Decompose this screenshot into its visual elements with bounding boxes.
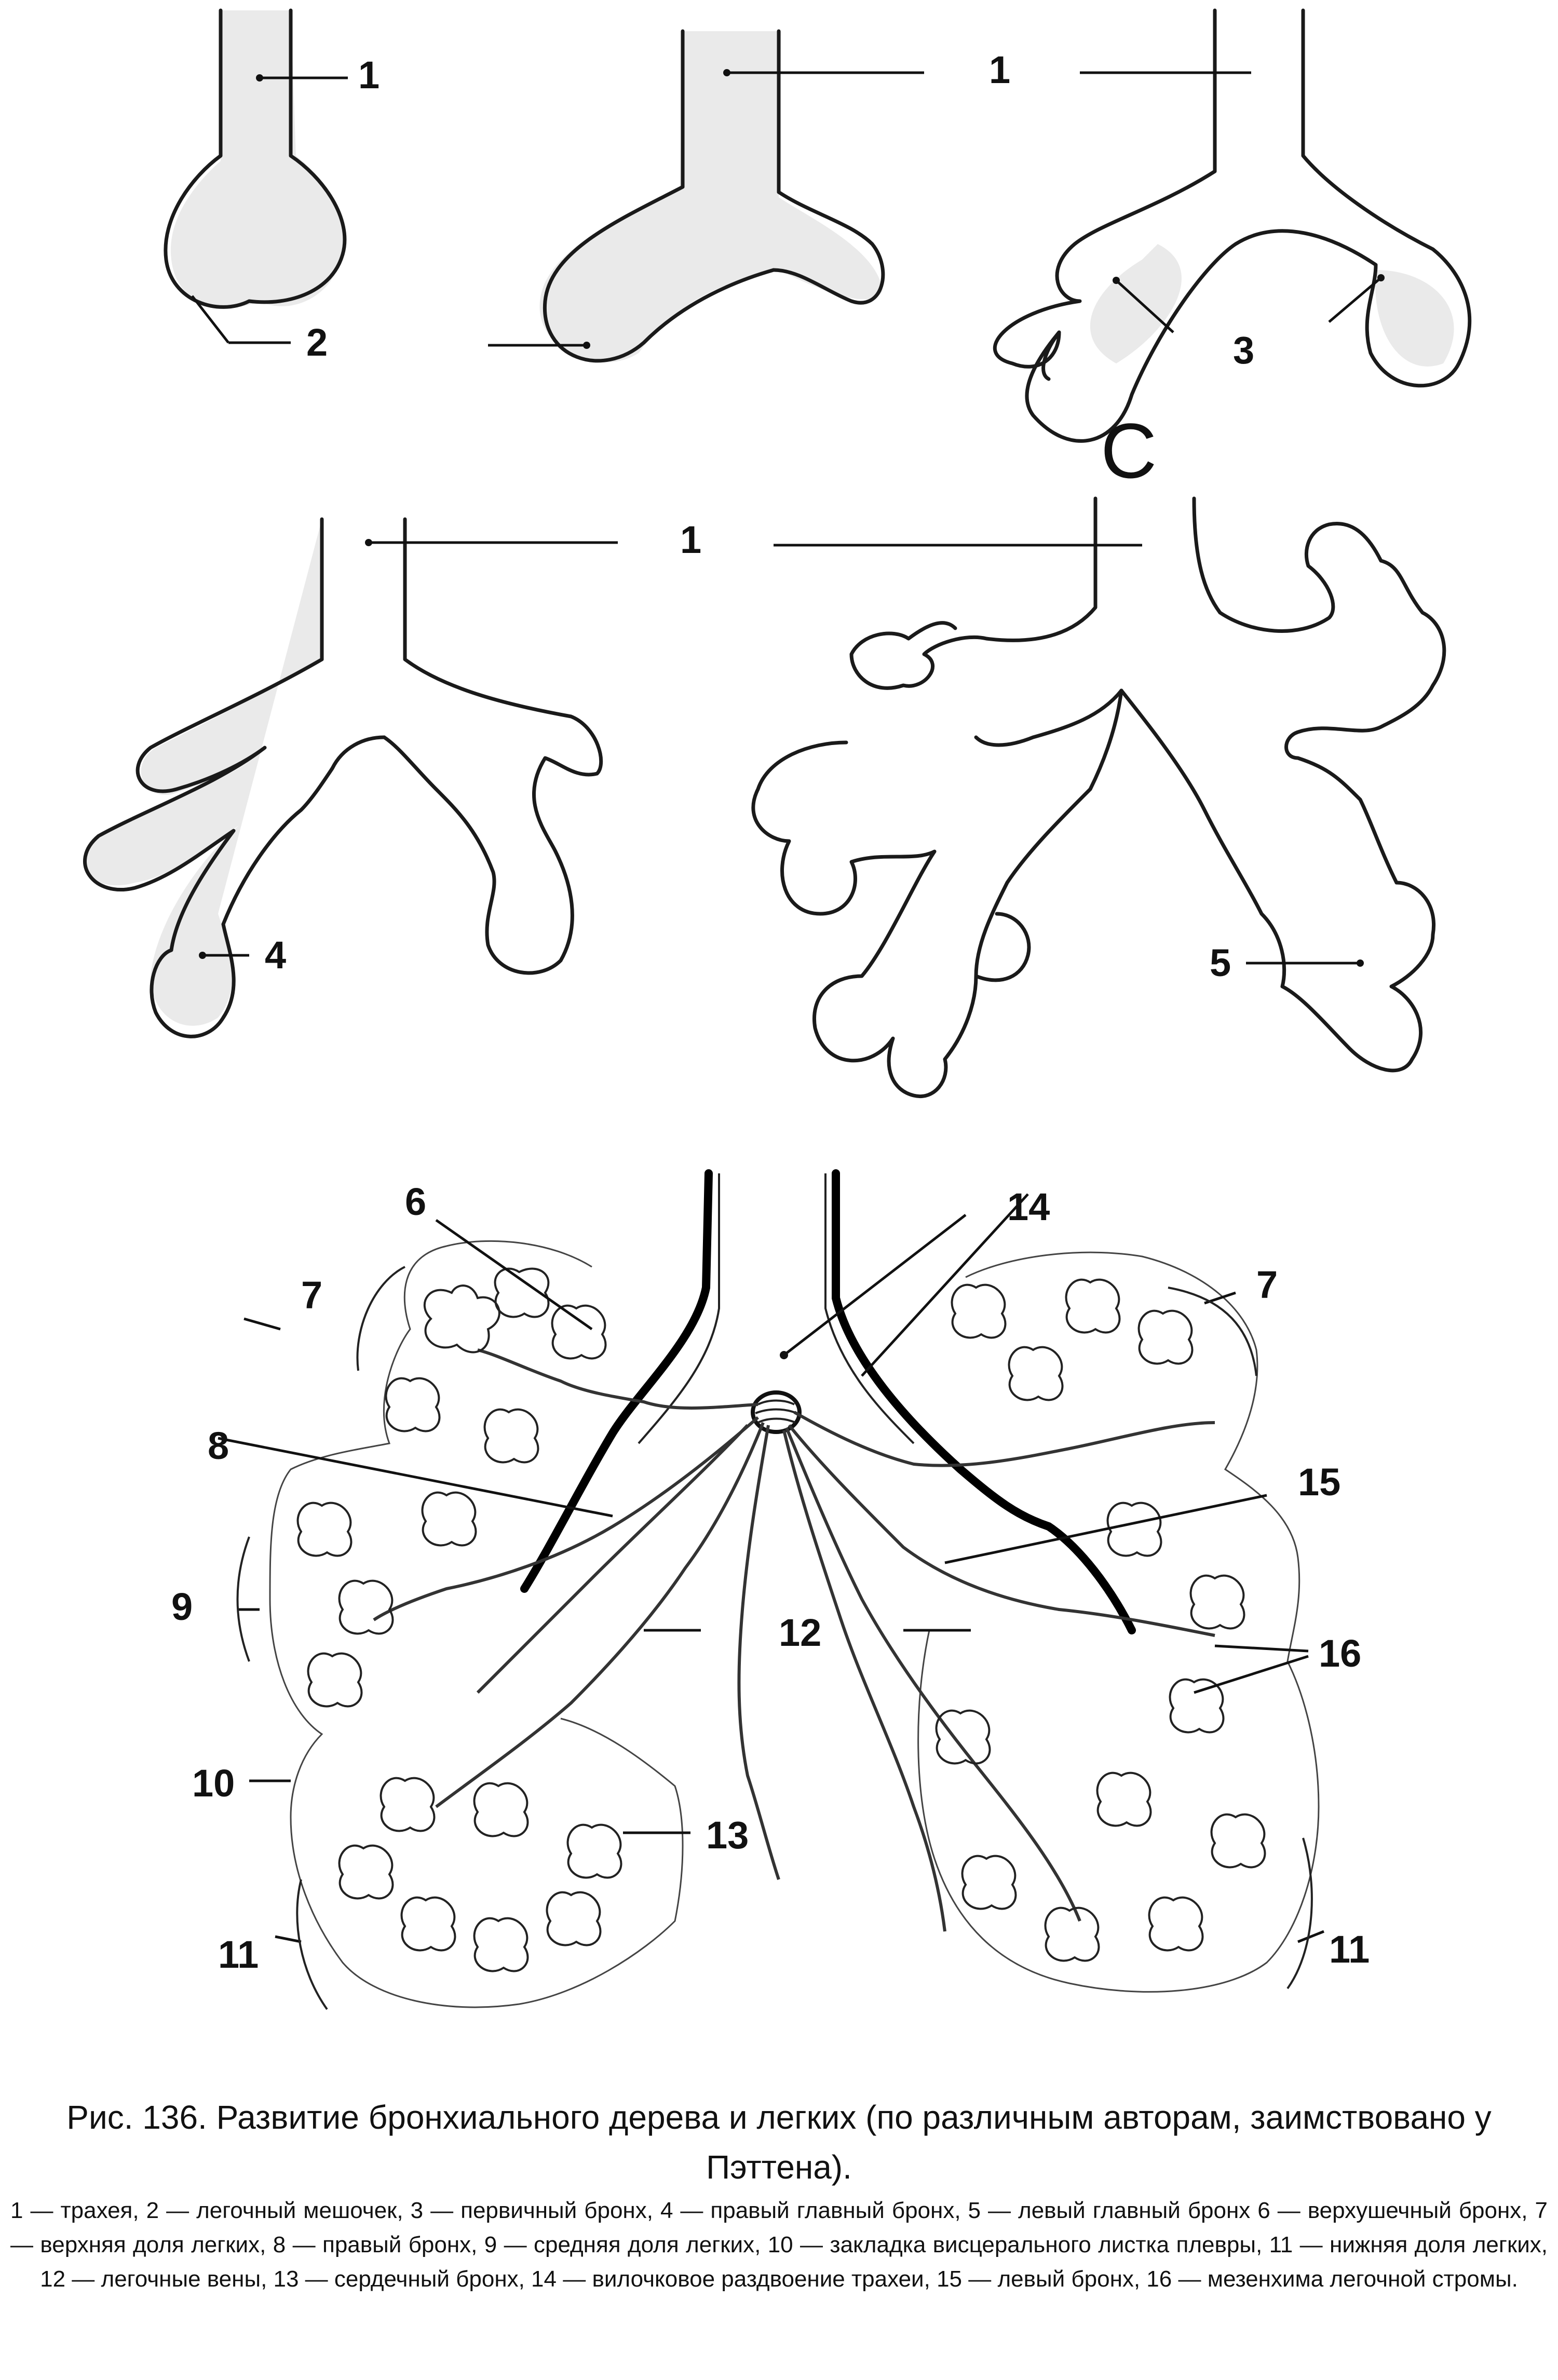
developed-lungs: 6 7 7 8 9 10 11 11 12 13 14 15 16 <box>171 1169 1370 2010</box>
label-12: 12 <box>779 1611 821 1654</box>
label-11-left: 11 <box>218 1933 259 1976</box>
figure-caption-legend: 1 — трахея, 2 — легочный мешочек, 3 — пе… <box>10 2198 1548 2292</box>
label-3: 3 <box>1233 329 1254 372</box>
label-1-stage1: 1 <box>358 53 380 97</box>
bronchial-tree-figure: 1 2 1 3 C 4 1 <box>83 8 1472 2010</box>
label-15: 15 <box>1298 1461 1340 1504</box>
label-4: 4 <box>265 934 286 977</box>
label-5: 5 <box>1210 941 1231 984</box>
stage-branching: 5 <box>751 496 1446 1098</box>
label-8: 8 <box>208 1424 229 1467</box>
label-11-right: 11 <box>1329 1928 1370 1971</box>
stage-primary-bronchi: 3 C <box>993 8 1472 494</box>
label-7-left: 7 <box>301 1274 322 1317</box>
stage-bifurcation <box>488 29 924 363</box>
figure-caption-title: Рис. 136. Развитие бронхиального дерева … <box>66 2099 1492 2186</box>
stage-main-bronchi: 4 <box>83 517 618 1038</box>
label-13: 13 <box>706 1814 749 1857</box>
label-10: 10 <box>192 1762 235 1805</box>
stage-lung-bud: 1 2 <box>164 8 380 364</box>
label-9: 9 <box>171 1585 193 1628</box>
label-14: 14 <box>1007 1185 1050 1228</box>
stage-c-letter: C <box>1101 407 1157 494</box>
label-1-middle: 1 <box>680 518 701 561</box>
label-1-top-center: 1 <box>989 48 1010 91</box>
label-7-right: 7 <box>1256 1263 1278 1306</box>
label-6: 6 <box>405 1180 426 1223</box>
label-2: 2 <box>306 321 328 364</box>
label-16: 16 <box>1319 1632 1361 1675</box>
